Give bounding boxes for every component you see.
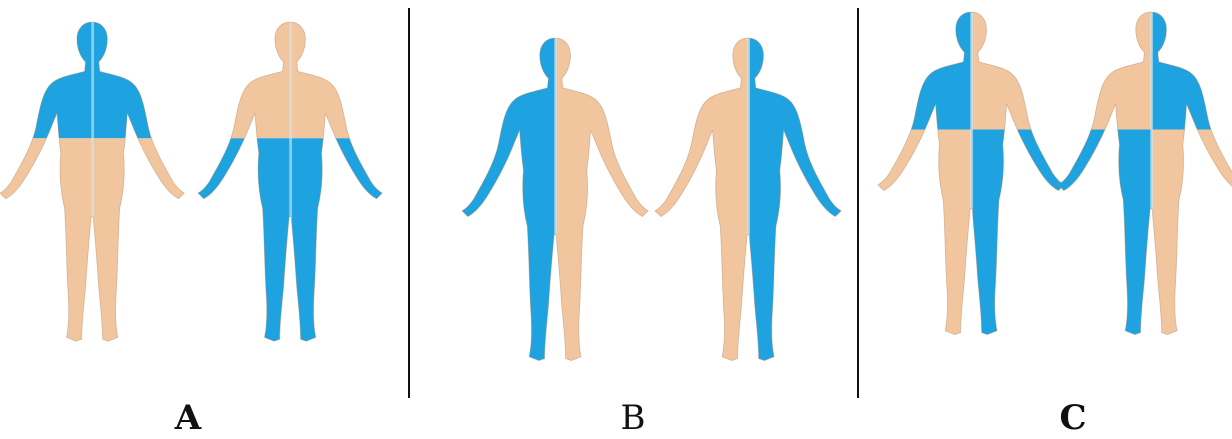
body-figure-quadrant-ul-lr [878, 12, 1065, 338]
panel-divider-1 [408, 8, 410, 398]
body-figure-right-blue [655, 38, 842, 364]
panel-label-b: B [603, 398, 663, 438]
panel-label-a: A [158, 398, 218, 438]
panel-label-c: C [1043, 398, 1103, 438]
body-figure-quadrant-ur-ll [1058, 12, 1232, 338]
body-figure-left-blue [462, 38, 649, 364]
body-figure-bottom-blue [198, 22, 383, 345]
body-figure-top-blue [0, 22, 185, 345]
panel-divider-2 [857, 8, 859, 398]
